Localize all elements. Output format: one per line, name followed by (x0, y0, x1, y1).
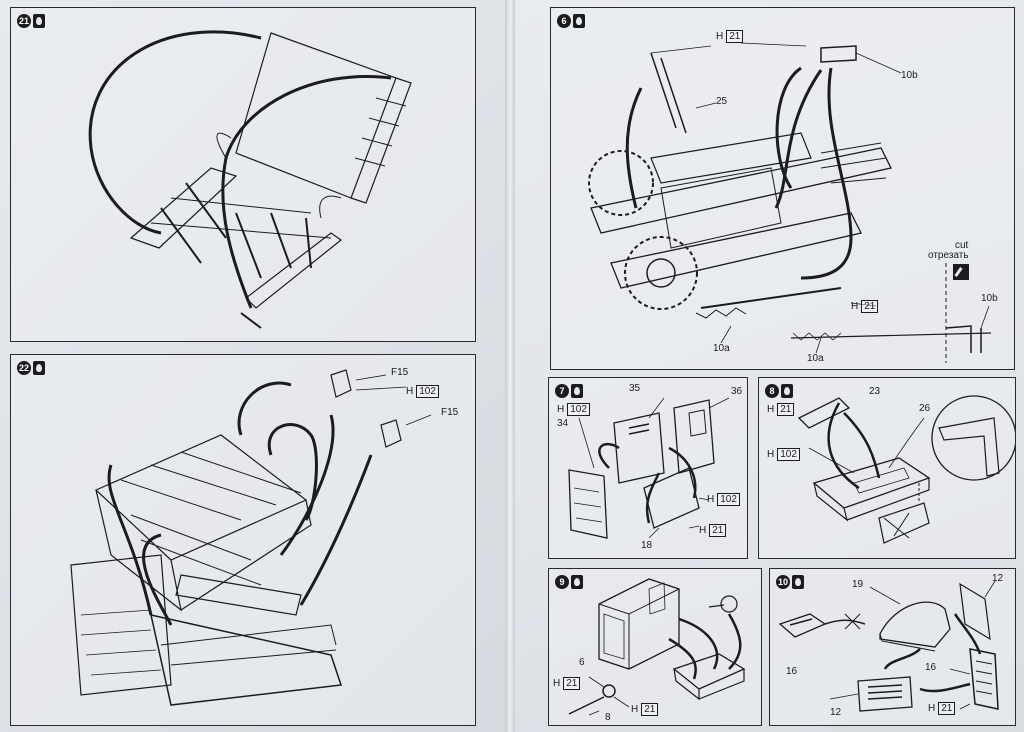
part-prefix: H (406, 386, 414, 397)
step-9-illustration (568, 578, 746, 716)
part-number-box: 102 (416, 385, 439, 398)
part-label-10b: 10b (901, 70, 918, 81)
drop-icon (792, 575, 804, 589)
cut-text-ru: отрезать (928, 250, 969, 261)
step-9-header: 9 (555, 575, 583, 589)
part-label-f15: F15 (391, 367, 409, 378)
part-label-6: 6 (579, 657, 585, 668)
part-label-10a: 10a (713, 343, 730, 354)
step-21-header: 21 (17, 14, 45, 28)
cut-text-en: cut (955, 240, 969, 251)
part-label-26: 26 (919, 403, 931, 414)
part-label-36: 36 (731, 386, 743, 397)
part-label-18: 18 (641, 540, 653, 551)
step-6-header: 6 (557, 14, 585, 28)
step-7-number: 7 (555, 384, 569, 398)
part-prefix: H (699, 525, 707, 536)
part-prefix: H (553, 678, 561, 689)
drop-icon (571, 384, 583, 398)
drop-icon (573, 14, 585, 28)
step-10-illustration (778, 580, 999, 712)
part-number-box: 102 (567, 403, 590, 416)
part-number-box: 21 (563, 677, 581, 690)
step-7-illustration (568, 397, 730, 539)
part-label-8: 8 (605, 712, 611, 723)
part-label-25: 25 (716, 96, 728, 107)
part-number-box: 102 (717, 493, 740, 506)
step-6-illustration (588, 42, 992, 363)
part-label-35: 35 (629, 383, 641, 394)
step-21-number: 21 (17, 14, 31, 28)
step-8-header: 8 (765, 384, 793, 398)
step-22-illustration (70, 369, 432, 706)
page-gutter (505, 0, 515, 732)
step-21-illustration (88, 30, 412, 329)
part-label-f15: F15 (441, 407, 459, 418)
drop-icon (781, 384, 793, 398)
step-8-number: 8 (765, 384, 779, 398)
part-number-box: 21 (861, 300, 879, 313)
part-label-10a: 10a (807, 353, 824, 364)
drop-icon (33, 361, 45, 375)
part-label-19: 19 (852, 579, 864, 590)
part-label-16: 16 (786, 666, 798, 677)
part-prefix: H (716, 31, 724, 42)
part-number-box: 21 (777, 403, 795, 416)
step-6-number: 6 (557, 14, 571, 28)
part-prefix: H (851, 301, 859, 312)
part-label-12: 12 (830, 707, 842, 718)
part-prefix: H (557, 404, 565, 415)
part-prefix: H (631, 704, 639, 715)
step-9-number: 9 (555, 575, 569, 589)
drop-icon (33, 14, 45, 28)
step-22-header: 22 (17, 361, 45, 375)
step-22-number: 22 (17, 361, 31, 375)
part-number-box: 102 (777, 448, 800, 461)
drop-icon (571, 575, 583, 589)
part-number-box: 21 (938, 702, 956, 715)
part-label-16: 16 (925, 662, 937, 673)
part-label-34: 34 (557, 418, 569, 429)
part-prefix: H (767, 404, 775, 415)
part-label-10b: 10b (981, 293, 998, 304)
part-number-box: 21 (709, 524, 727, 537)
part-prefix: H (928, 703, 936, 714)
part-prefix: H (707, 494, 715, 505)
part-number-box: 21 (641, 703, 659, 716)
step-10-header: 10 (776, 575, 804, 589)
part-prefix: H (767, 449, 775, 460)
cut-icon (953, 264, 969, 280)
step-21-panel: 21 (10, 7, 476, 342)
part-number-box: 21 (726, 30, 744, 43)
step-8-illustration (797, 395, 1015, 544)
part-label-12: 12 (992, 573, 1004, 584)
step-10-number: 10 (776, 575, 790, 589)
step-7-header: 7 (555, 384, 583, 398)
part-label-23: 23 (869, 386, 881, 397)
